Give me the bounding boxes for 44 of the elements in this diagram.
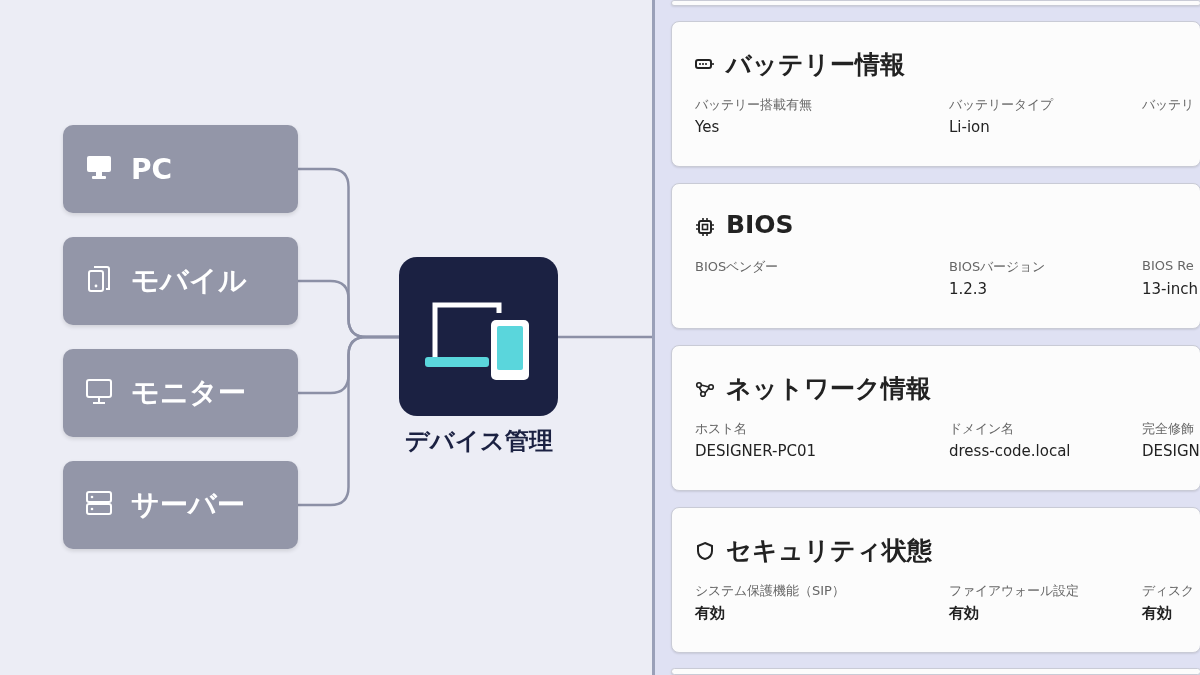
- field-value: 有効: [695, 604, 725, 623]
- category-label: サーバー: [131, 487, 245, 523]
- device-category-box: [63, 237, 298, 325]
- field-label: BIOSベンダー: [695, 258, 779, 276]
- category-label: モバイル: [131, 263, 247, 299]
- field-value: 有効: [949, 604, 979, 623]
- connector-line: [298, 335, 399, 507]
- field-value: Li-ion: [949, 118, 990, 136]
- field-label: ドメイン名: [949, 420, 1014, 438]
- field-label: バッテリー搭載有無: [695, 96, 812, 114]
- field-value: DESIGN: [1142, 442, 1200, 460]
- field-label: BIOS Re: [1142, 258, 1194, 273]
- info-card: [671, 507, 1200, 653]
- category-label: モニター: [131, 375, 246, 411]
- field-value: dress-code.local: [949, 442, 1071, 460]
- field-value: 1.2.3: [949, 280, 988, 298]
- connector-line: [558, 335, 652, 339]
- card-heading: バッテリー情報: [726, 49, 905, 81]
- field-label: ファイアウォール設定: [949, 582, 1079, 600]
- field-value: DESIGNER-PC01: [695, 442, 817, 460]
- node-label: デバイス管理: [403, 426, 554, 457]
- card-heading: セキュリティ状態: [726, 535, 932, 567]
- field-label: ディスク: [1142, 582, 1194, 600]
- field-value: Yes: [695, 118, 720, 136]
- info-card: [671, 21, 1200, 167]
- card-heading: BIOS: [726, 210, 794, 239]
- info-card: [671, 0, 1200, 6]
- field-label: バッテリータイプ: [949, 96, 1053, 114]
- device-category-box: [63, 349, 298, 437]
- field-label: バッテリ: [1142, 96, 1194, 114]
- field-value: 13-inch: [1142, 280, 1198, 298]
- field-label: BIOSバージョン: [949, 258, 1046, 276]
- info-card: [671, 183, 1200, 329]
- device-category-box: [63, 125, 298, 213]
- field-value: 有効: [1142, 604, 1172, 623]
- side-panel: [652, 0, 1200, 675]
- device-category-box: [63, 461, 298, 549]
- info-card: [671, 668, 1200, 675]
- field-label: ホスト名: [695, 420, 747, 438]
- field-label: システム保護機能（SIP）: [695, 582, 845, 600]
- field-label: 完全修飾: [1142, 420, 1194, 438]
- category-label: PC: [131, 152, 173, 186]
- info-card: [671, 345, 1200, 491]
- card-heading: ネットワーク情報: [726, 373, 931, 405]
